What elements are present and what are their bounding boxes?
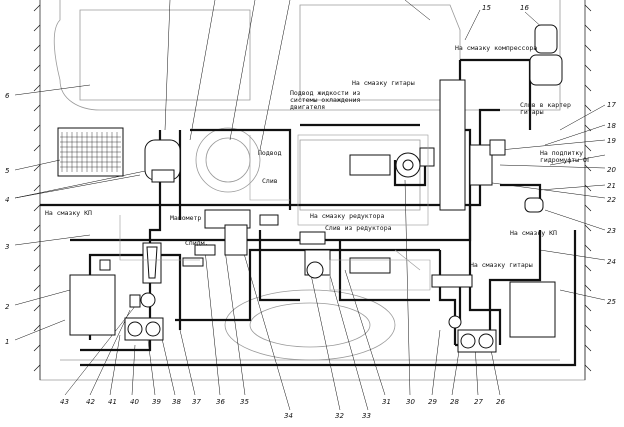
callout-16: 16 xyxy=(520,4,529,12)
callout-29: 29 xyxy=(428,398,437,406)
callout-3: 3 xyxy=(5,243,10,251)
callout-28: 28 xyxy=(450,398,459,406)
label-lube-guitar-top: На смазку гитары xyxy=(352,79,415,87)
callout-35: 35 xyxy=(240,398,249,406)
callout-19: 19 xyxy=(607,137,616,145)
callout-2: 2 xyxy=(5,303,10,311)
callout-4: 4 xyxy=(5,196,10,204)
callout-1: 1 xyxy=(5,338,10,346)
callout-37: 37 xyxy=(192,398,201,406)
callout-40: 40 xyxy=(130,398,139,406)
callout-33: 33 xyxy=(362,412,371,420)
callout-23: 23 xyxy=(607,227,616,235)
label-drain-reducer: Слив из редуктора xyxy=(325,224,392,232)
engine-gearbox-outline xyxy=(119,134,431,291)
label-gauge-small: Спидм. xyxy=(185,239,209,247)
label-drain-guitar: Слив в картер гитары xyxy=(520,101,571,116)
callout-18: 18 xyxy=(607,122,616,130)
radiator xyxy=(57,127,124,177)
label-lube-guitar-bottom: На смазку гитары xyxy=(470,261,533,269)
callout-41: 41 xyxy=(108,398,117,406)
callout-25: 25 xyxy=(607,298,616,306)
callout-17: 17 xyxy=(607,101,616,109)
callout-20: 20 xyxy=(607,166,616,174)
callout-38: 38 xyxy=(172,398,181,406)
callout-26: 26 xyxy=(496,398,505,406)
callout-22: 22 xyxy=(607,196,616,204)
label-drain: Слив xyxy=(262,177,278,185)
label-lube-compressor: На смазку компрессора xyxy=(455,44,538,52)
callout-15: 15 xyxy=(482,4,491,12)
callout-34: 34 xyxy=(284,412,293,420)
label-supply: Подвод xyxy=(258,149,282,157)
callout-24: 24 xyxy=(607,258,616,266)
label-lube-kp-right: На смазку КП xyxy=(510,229,557,237)
label-gauge-left: Манометр xyxy=(170,214,202,222)
label-fan-clutch: На подпитку гидромуфты ОГ xyxy=(540,149,591,164)
callout-36: 36 xyxy=(216,398,225,406)
callout-43: 43 xyxy=(60,398,69,406)
callout-39: 39 xyxy=(152,398,161,406)
leader-lines xyxy=(14,0,606,411)
components xyxy=(69,24,563,353)
callout-6: 6 xyxy=(5,92,10,100)
hatched-walls xyxy=(33,0,592,380)
callout-27: 27 xyxy=(474,398,483,406)
label-lube-reducer: На смазку редуктора xyxy=(310,212,385,220)
callout-42: 42 xyxy=(86,398,95,406)
callout-5: 5 xyxy=(5,167,10,175)
callout-21: 21 xyxy=(607,182,616,190)
callout-31: 31 xyxy=(382,398,391,406)
callout-30: 30 xyxy=(406,398,415,406)
label-lube-kp-left: На смазку КП xyxy=(45,209,92,217)
callout-32: 32 xyxy=(335,412,344,420)
label-coolant-supply: Подвод жидкости из системы охлаждения дв… xyxy=(290,89,361,111)
